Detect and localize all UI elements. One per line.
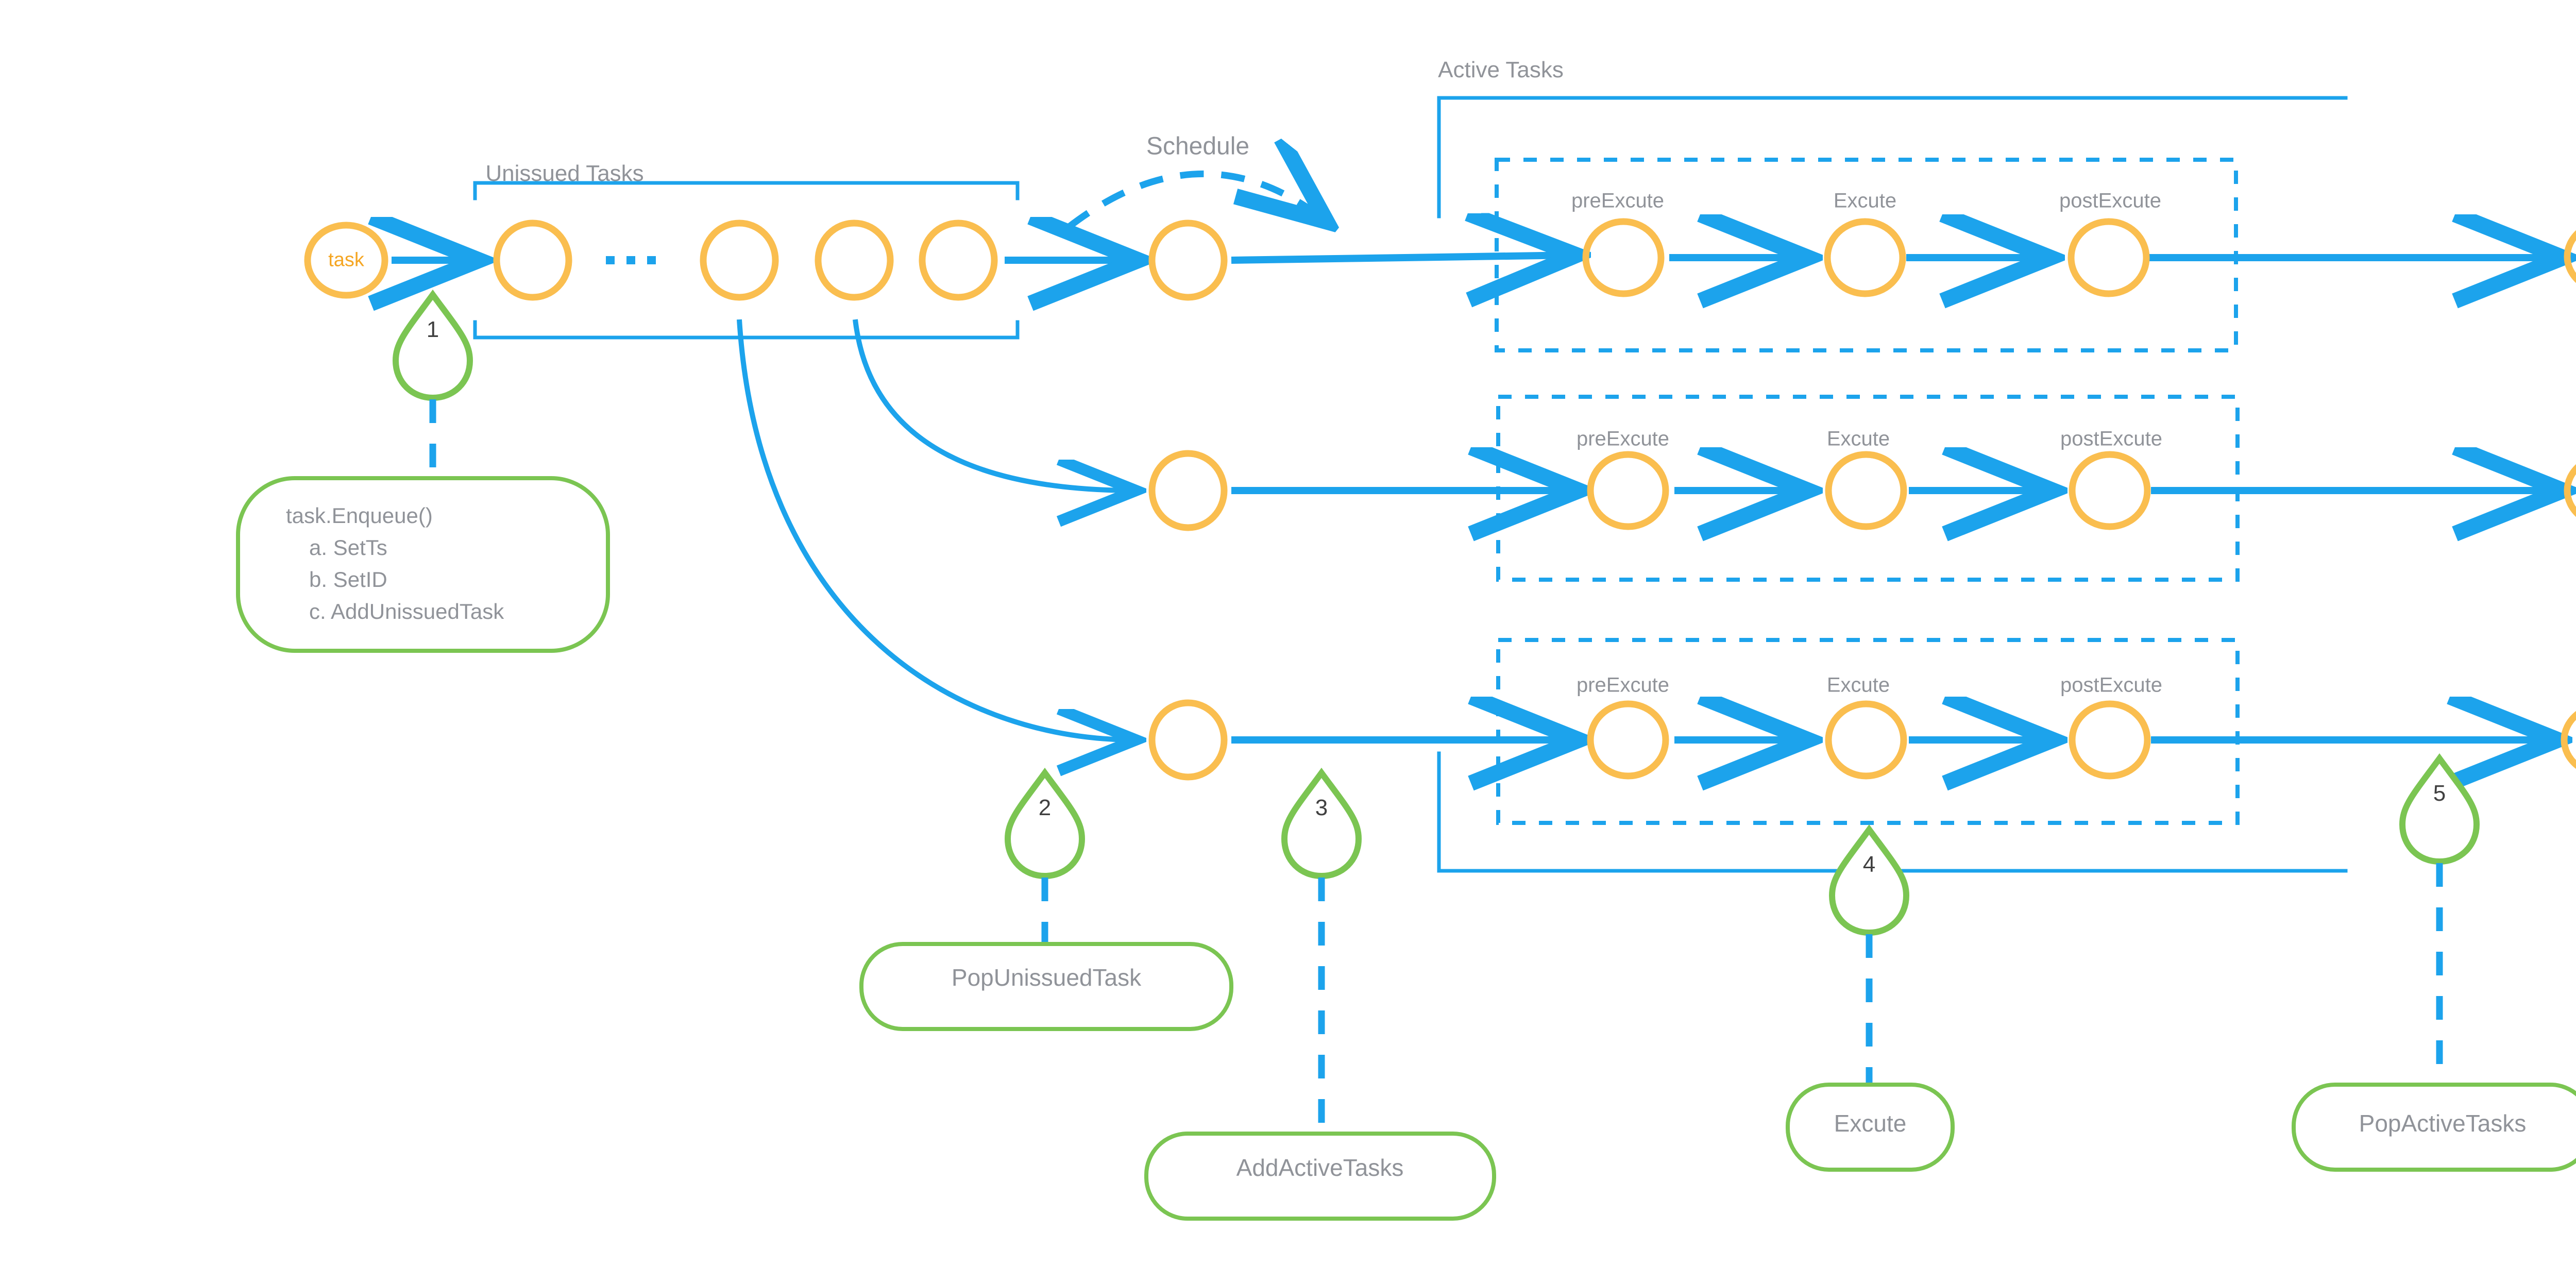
unissued-tasks-bracket — [473, 181, 1020, 340]
row3-stage-excute-node — [1825, 700, 1907, 780]
row3-stage-postexcute-node — [2069, 700, 2151, 780]
marker-3-number: 3 — [1315, 795, 1328, 820]
queue-node — [815, 220, 894, 301]
row2-stage-excute-node — [1825, 451, 1907, 530]
active-tasks-group-label: Active Tasks — [1438, 57, 1564, 82]
row2-entry-node — [1148, 450, 1228, 531]
row2-stage-label-postexcute: postExcute — [2060, 427, 2162, 450]
queue-node — [919, 220, 998, 301]
callout-box-excute — [1786, 1083, 1955, 1172]
queue-ellipsis-dot — [626, 256, 635, 264]
row2-terminal-node — [2564, 464, 2576, 517]
node-task-label: task — [328, 249, 364, 271]
row1-stage-postexcute-node — [2067, 218, 2150, 297]
marker-1-number: 1 — [426, 317, 439, 342]
callout-box-pop-unissued — [859, 942, 1233, 1031]
callout-add-active-label: AddActiveTasks — [1236, 1154, 1404, 1181]
edge-queue-curve-to-row2 — [853, 319, 1136, 491]
callout-box-enqueue — [236, 476, 610, 653]
row1-stage-label-preexcute: preExcute — [1571, 189, 1665, 212]
marker-1-teardrop — [392, 289, 473, 401]
row3-stage-preexcute-node — [1587, 700, 1669, 780]
row2-stage-postexcute-node — [2069, 451, 2151, 530]
row1-stage-label-postexcute: postExcute — [2059, 189, 2161, 212]
marker-4-teardrop — [1828, 824, 1910, 936]
node-task — [304, 222, 388, 299]
callout-enqueue-heading: task.Enqueue() — [286, 503, 433, 528]
row2-stage-label-preexcute: preExcute — [1576, 427, 1670, 450]
schedule-dashed-arc — [1067, 174, 1327, 227]
marker-3-teardrop — [1281, 767, 1362, 880]
edge-queue-curve-to-row3 — [737, 319, 1136, 740]
row2-stage-preexcute-node — [1587, 451, 1669, 530]
schedule-label: Schedule — [1146, 132, 1250, 160]
row1-stage-excute-node — [1824, 218, 1906, 297]
row3-stage-label-excute: Excute — [1826, 673, 1890, 697]
callout-pop-active-label: PopActiveTasks — [2359, 1110, 2527, 1137]
marker-5-teardrop — [2399, 753, 2480, 865]
callout-enqueue-item: c. AddUnissuedTask — [309, 599, 504, 623]
unissued-tasks-group-label: Unissued Tasks — [485, 161, 644, 186]
pipeline-box-row1 — [1495, 158, 2238, 352]
queue-node — [700, 220, 779, 301]
row3-stage-label-postexcute: postExcute — [2060, 673, 2162, 697]
queue-ellipsis-dot — [647, 256, 656, 264]
row1-stage-preexcute-node — [1582, 218, 1665, 297]
callout-excute-label: Excute — [1834, 1110, 1907, 1137]
row3-stage-label-preexcute: preExcute — [1576, 673, 1670, 697]
marker-4-number: 4 — [1862, 852, 1876, 877]
callout-box-add-active — [1144, 1132, 1496, 1221]
row3-entry-node — [1148, 699, 1228, 781]
row1-entry-node — [1148, 220, 1228, 301]
row3-terminal-node — [2561, 711, 2576, 769]
marker-5-number: 5 — [2433, 781, 2446, 806]
row1-stage-label-excute: Excute — [1833, 189, 1897, 212]
row2-stage-label-excute: Excute — [1826, 427, 1890, 450]
row1-terminal-node — [2564, 230, 2576, 283]
marker-2-number: 2 — [1038, 795, 1052, 820]
callout-enqueue-item: a. SetTs — [309, 535, 387, 560]
marker-2-teardrop — [1004, 767, 1086, 880]
active-tasks-bracket — [1437, 96, 2348, 873]
callout-pop-unissued-label: PopUnissuedTask — [951, 964, 1142, 991]
pipeline-box-row3 — [1496, 638, 2240, 825]
queue-node — [493, 220, 572, 301]
callout-enqueue: task.Enqueue() a. SetTs b. SetID c. AddU… — [286, 500, 605, 628]
queue-ellipsis-dot — [606, 256, 615, 264]
callout-box-pop-active — [2292, 1083, 2576, 1172]
pipeline-box-row2 — [1496, 395, 2240, 582]
edge-row1-node-to-pre — [1231, 255, 1577, 260]
callout-enqueue-item: b. SetID — [309, 567, 387, 592]
